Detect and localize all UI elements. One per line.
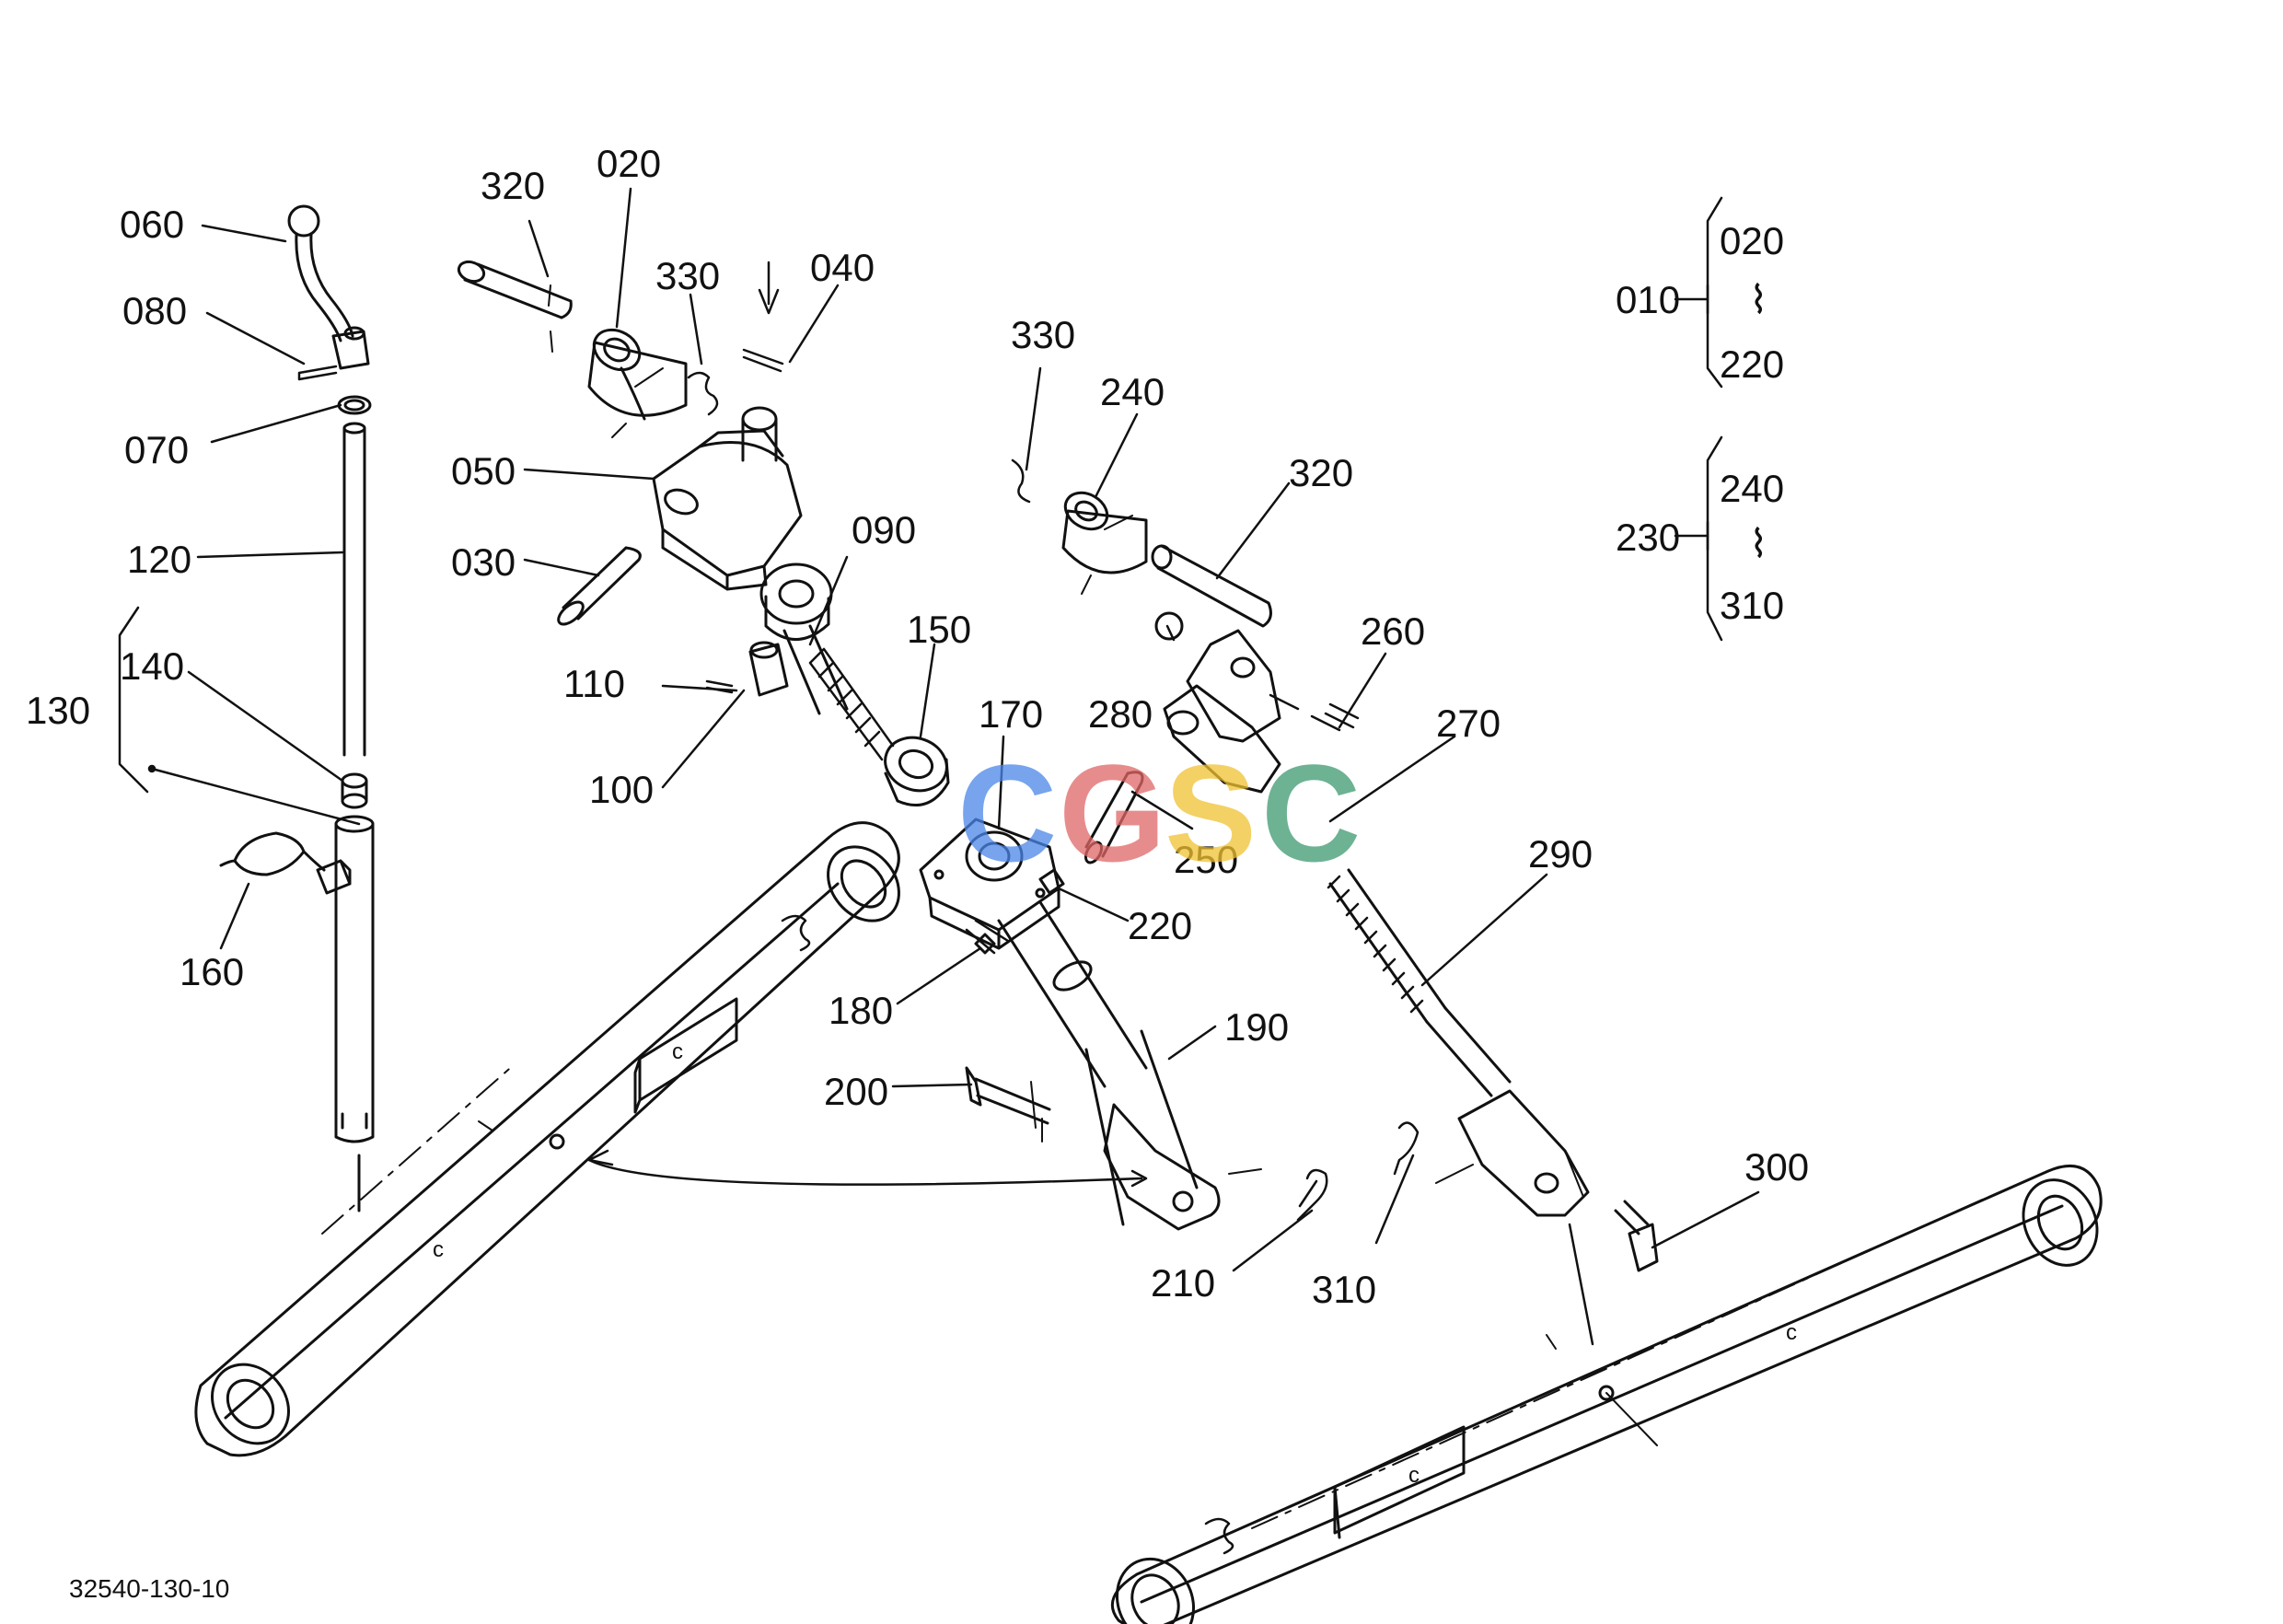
label-030: 030: [451, 540, 516, 584]
label-150: 150: [907, 608, 971, 651]
bracket-230: [1674, 435, 1723, 642]
svg-text:c: c: [1786, 1320, 1797, 1345]
watermark-letter-3: S: [1165, 736, 1257, 890]
watermark-letter-1: C: [957, 736, 1057, 890]
label-170: 170: [979, 692, 1043, 736]
label-040: 040: [810, 246, 875, 289]
label-160: 160: [180, 950, 244, 993]
leader-lines: [150, 187, 1760, 1272]
label-180: 180: [829, 989, 893, 1032]
label-140: 140: [120, 644, 184, 688]
group-230-end: 310: [1720, 584, 1784, 627]
watermark-letter-4: C: [1261, 736, 1361, 890]
label-190: 190: [1224, 1005, 1289, 1049]
label-320-right: 320: [1289, 451, 1353, 494]
bracket-010: [1674, 196, 1723, 389]
group-230-start: 240: [1720, 467, 1784, 510]
watermark-letter-2: G: [1059, 736, 1166, 890]
label-300: 300: [1744, 1145, 1809, 1189]
svg-text:c: c: [672, 1039, 683, 1064]
label-050: 050: [451, 449, 516, 493]
label-330-right: 330: [1011, 313, 1075, 356]
bracket-130: [118, 606, 156, 794]
assembly-group-230: 230 240 ⌇ 310: [1616, 467, 1784, 627]
label-080: 080: [122, 289, 187, 332]
svg-text:c: c: [433, 1237, 444, 1262]
label-250: 250: [1174, 838, 1238, 881]
reference-code: 32540-130-10: [69, 1574, 229, 1603]
label-210: 210: [1151, 1261, 1215, 1305]
label-060: 060: [120, 203, 184, 246]
label-310: 310: [1312, 1268, 1376, 1311]
part-labels: 060 080 070 120 130 140 160 320 020 330 …: [26, 142, 1809, 1311]
label-100: 100: [589, 768, 654, 811]
label-270: 270: [1436, 702, 1501, 745]
label-260: 260: [1361, 609, 1425, 653]
label-130: 130: [26, 689, 90, 732]
watermark-logo: C G S C: [957, 736, 1361, 890]
label-020: 020: [597, 142, 661, 185]
label-200: 200: [824, 1070, 888, 1113]
label-220: 220: [1128, 904, 1192, 947]
assembly-group-010: 010 020 ⌇ 220: [1616, 219, 1784, 386]
right-lower-link: c c: [1110, 1164, 2103, 1624]
group-010-sep: ⌇: [1749, 278, 1768, 321]
label-290: 290: [1528, 832, 1593, 876]
top-link-assembly: [457, 260, 1328, 1231]
stabilizer-assembly: [1011, 458, 1659, 1346]
label-320-left: 320: [481, 164, 545, 207]
label-110: 110: [563, 662, 625, 705]
label-120: 120: [127, 538, 191, 581]
group-230-code: 230: [1616, 516, 1680, 559]
label-240: 240: [1100, 370, 1165, 413]
group-010-code: 010: [1616, 278, 1680, 321]
label-070: 070: [124, 428, 189, 471]
label-090: 090: [852, 508, 916, 551]
group-010-end: 220: [1720, 342, 1784, 386]
group-010-start: 020: [1720, 219, 1784, 262]
label-280: 280: [1088, 692, 1153, 736]
control-lever-assembly: [219, 204, 375, 1212]
svg-text:c: c: [1408, 1463, 1420, 1488]
left-lower-link: c c: [194, 821, 900, 1457]
group-230-sep: ⌇: [1749, 522, 1768, 565]
label-330-left: 330: [655, 254, 720, 297]
